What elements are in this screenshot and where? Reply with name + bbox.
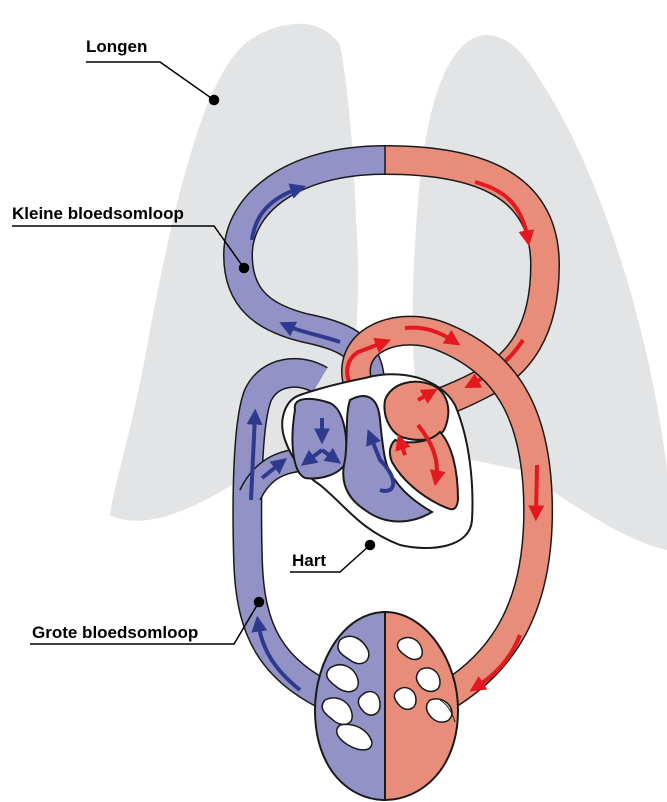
- label-hart: Hart: [292, 551, 326, 570]
- body-capillary-bed: [315, 612, 458, 800]
- heart: [282, 374, 472, 548]
- left-atrium: [384, 382, 448, 440]
- label-longen: Longen: [86, 37, 147, 56]
- leader-longen: [86, 62, 214, 100]
- right-atrium: [292, 399, 346, 479]
- label-grote-bloedsomloop: Grote bloedsomloop: [32, 623, 198, 642]
- label-kleine-bloedsomloop: Kleine bloedsomloop: [12, 204, 184, 223]
- arrow-red-5: [536, 465, 537, 515]
